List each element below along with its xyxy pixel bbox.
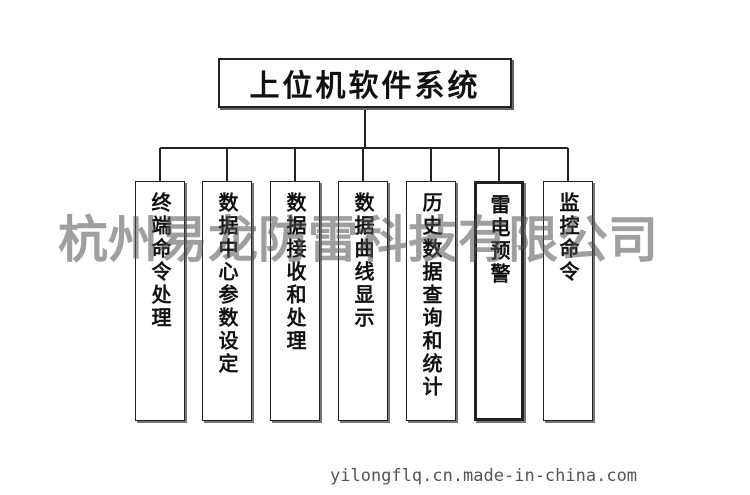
module-label: 雷电预警 — [487, 194, 511, 286]
module-label: 监控命令 — [556, 192, 580, 284]
source-url-text: yilongflq.cn.made-in-china.com — [330, 466, 638, 486]
module-node-data-receive: 数据接收和处理 — [270, 181, 320, 421]
module-label: 数据中心参数设定 — [215, 192, 239, 376]
module-node-lightning-warning: 雷电预警 — [474, 181, 524, 421]
module-node-data-center-params: 数据中心参数设定 — [202, 181, 252, 421]
module-label: 数据接收和处理 — [283, 192, 307, 353]
root-node-label: 上位机软件系统 — [249, 69, 481, 104]
module-node-data-curve: 数据曲线显示 — [338, 181, 388, 421]
module-node-terminal-command: 终端命令处理 — [135, 181, 185, 421]
module-label: 数据曲线显示 — [351, 192, 375, 330]
module-label: 终端命令处理 — [148, 192, 172, 330]
module-label: 历史数据查询和统计 — [419, 192, 443, 399]
module-node-history-query: 历史数据查询和统计 — [406, 181, 456, 421]
module-node-monitor-command: 监控命令 — [543, 181, 593, 421]
root-node: 上位机软件系统 — [218, 58, 512, 108]
